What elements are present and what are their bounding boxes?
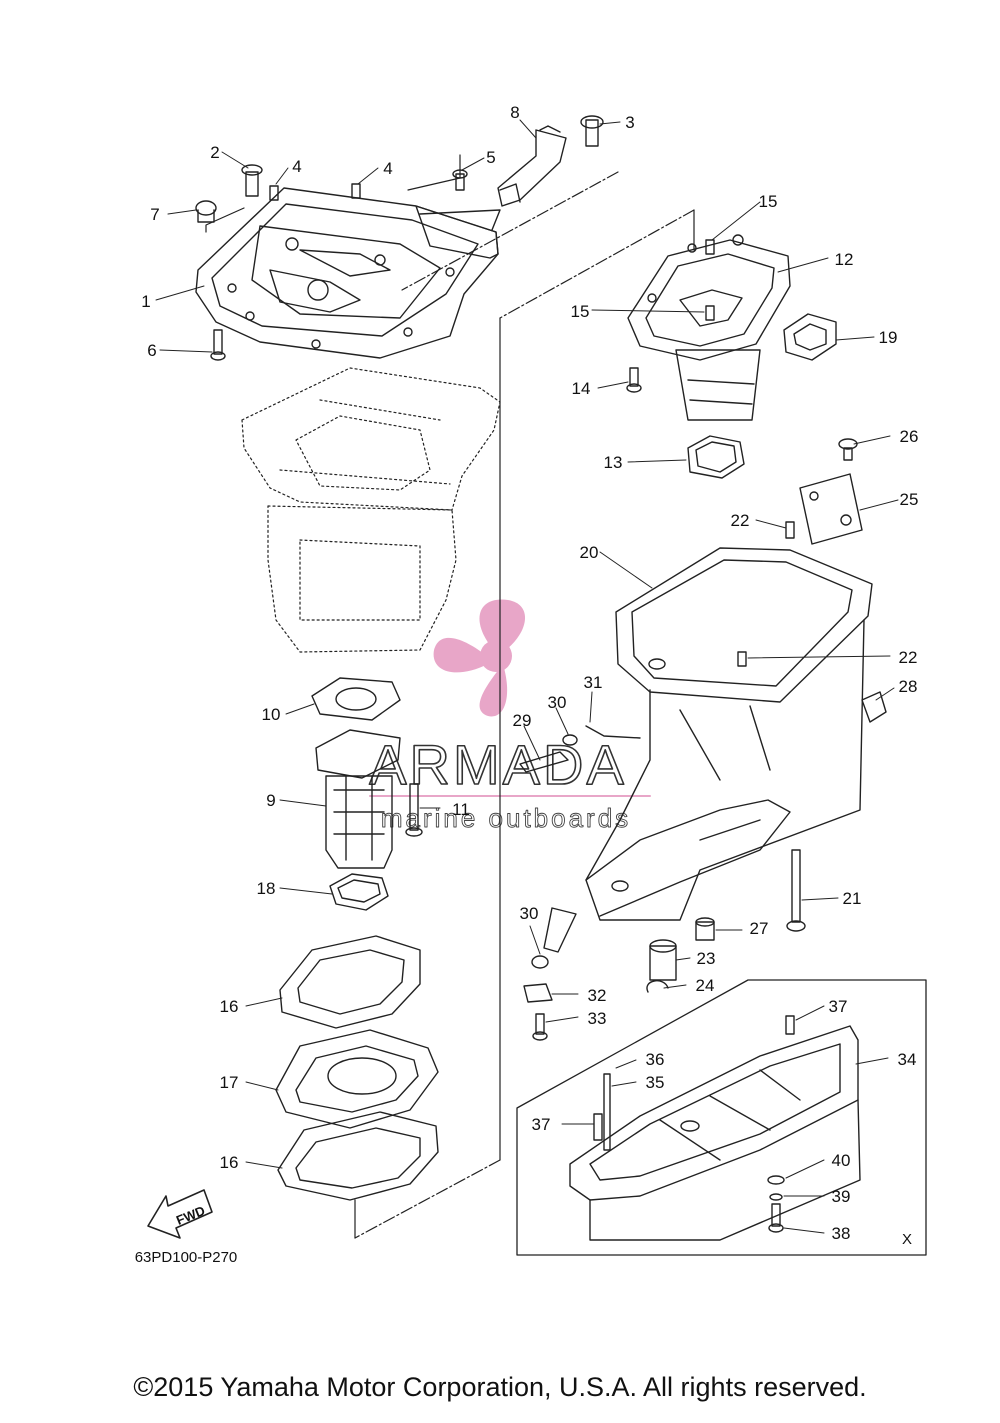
part-20-upper-casing [585,547,873,921]
callout-labels: 8 3 2 4 4 5 7 1 6 15 12 15 19 14 13 26 2… [141,103,918,1243]
callout-22-top: 22 [731,511,750,530]
callout-13: 13 [604,453,623,472]
part-21-bolt [786,849,806,932]
callout-34: 34 [898,1050,917,1069]
assembly-outline [205,154,695,1239]
callout-18: 18 [257,879,276,898]
part-16-gasket-lower [277,1111,439,1201]
callout-37-left: 37 [532,1115,551,1134]
callout-33: 33 [588,1009,607,1028]
part-8-wire-harness-holder [497,125,567,207]
diagram-code: 63PD100-P270 [135,1249,238,1266]
callout-8: 8 [510,103,519,122]
callout-15-top: 15 [759,192,778,211]
callout-4-left: 4 [292,157,301,176]
callout-22-mid: 22 [899,648,918,667]
watermark-brand: ARMADA [369,733,627,796]
callout-38: 38 [832,1224,851,1243]
part-25-plate [799,473,863,545]
fasteners-right-top [626,239,858,667]
callout-30-bottom: 30 [520,904,539,923]
fwd-arrow-icon: FWD [147,1189,213,1239]
part-17-plate [275,1029,439,1129]
callout-21: 21 [843,889,862,908]
callout-32: 32 [588,986,607,1005]
callout-5: 5 [486,148,495,167]
hoses-and-fittings [519,725,641,1041]
callout-40: 40 [832,1151,851,1170]
callout-6: 6 [147,341,156,360]
callout-23: 23 [697,949,716,968]
callout-19: 19 [879,328,898,347]
callout-9: 9 [266,791,275,810]
part-13-seal [687,435,745,479]
lower-casing-box [516,979,927,1256]
part-10-gasket [311,677,401,721]
callout-10: 10 [262,705,281,724]
callout-leaders [155,119,899,1234]
callout-1: 1 [141,292,150,311]
callout-31: 31 [584,673,603,692]
callout-39: 39 [832,1187,851,1206]
part-9-exhaust-guide [315,729,401,869]
copyright-notice: ©2015 Yamaha Motor Corporation, U.S.A. A… [133,1372,867,1402]
callout-14: 14 [572,379,591,398]
callout-29: 29 [513,711,532,730]
propeller-logo [433,599,526,717]
box-marker: X [902,1231,912,1248]
part-1-upper-casing [195,187,501,359]
callout-37-right: 37 [829,997,848,1016]
callout-12: 12 [835,250,854,269]
part-18-seal [329,873,389,911]
part-12-exhaust-manifold [627,234,791,421]
callout-35: 35 [646,1073,665,1092]
callout-16-upper: 16 [220,997,239,1016]
fwd-label: FWD [174,1203,207,1228]
callout-25: 25 [900,490,919,509]
callout-17: 17 [220,1073,239,1092]
armada-watermark: ARMADA marine outboards [368,599,651,833]
callout-26: 26 [900,427,919,446]
callout-4-right: 4 [383,159,392,178]
callout-30-top: 30 [548,693,567,712]
part-19-seal [783,313,837,361]
callout-27: 27 [750,919,769,938]
callout-11: 11 [452,800,470,819]
part-11-bolt [405,783,423,837]
callout-3: 3 [625,113,634,132]
callout-20: 20 [580,543,599,562]
callout-24: 24 [696,976,715,995]
engine-block-outline [241,367,501,653]
callout-7: 7 [150,205,159,224]
parts-23-24-27 [646,917,715,993]
callout-15-mid: 15 [571,302,590,321]
part-28-grommet [861,691,887,723]
callout-28: 28 [899,677,918,696]
part-16-gasket-upper [279,935,421,1029]
callout-36: 36 [646,1050,665,1069]
callout-2: 2 [210,143,219,162]
callout-16-lower: 16 [220,1153,239,1172]
fasteners-top-left [195,115,604,361]
